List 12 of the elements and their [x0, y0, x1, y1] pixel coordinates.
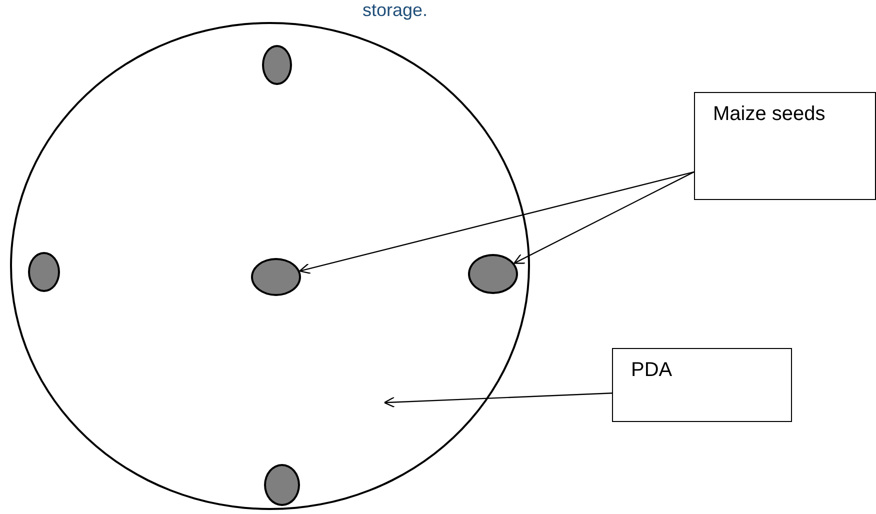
label-box: Maize seeds: [694, 92, 876, 200]
seed: [468, 254, 518, 294]
leader-line: [384, 392, 612, 408]
leader-line: [299, 171, 694, 274]
leader-line: [514, 171, 694, 264]
caption: storage.: [361, 0, 429, 21]
seed: [262, 45, 292, 85]
petri-dish: [10, 22, 530, 510]
seed: [251, 258, 301, 296]
seed: [28, 252, 60, 292]
seed: [264, 464, 300, 506]
label-box: PDA: [612, 348, 792, 422]
